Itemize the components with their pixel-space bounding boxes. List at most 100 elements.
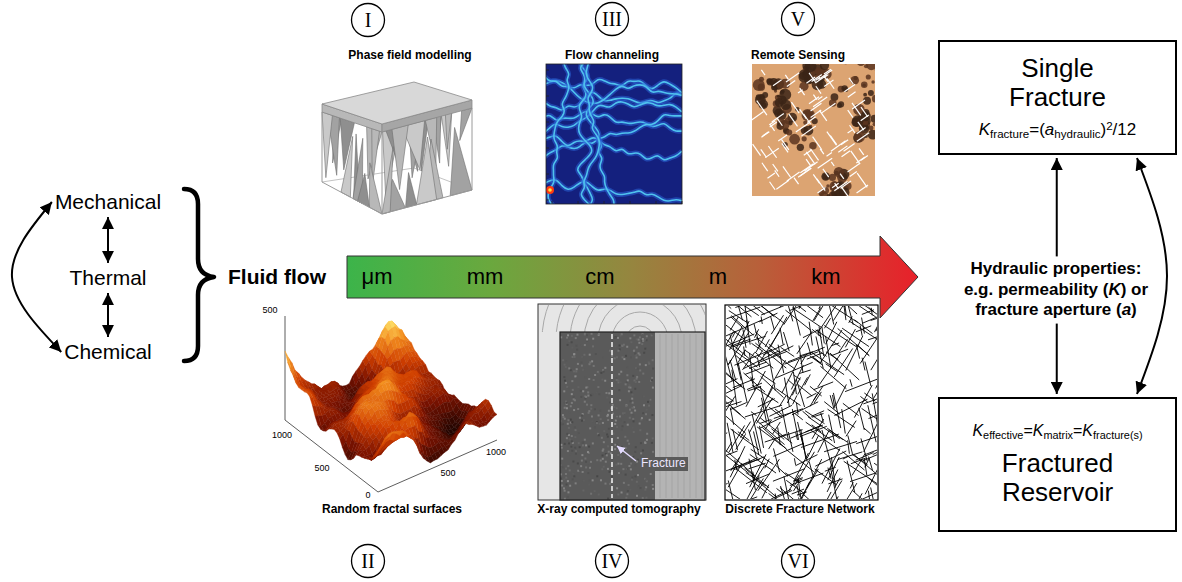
illustration-part bbox=[570, 419, 572, 421]
illustration-part bbox=[416, 137, 436, 205]
illustration-part bbox=[639, 363, 641, 365]
illustration-part bbox=[578, 432, 580, 434]
illustration-part bbox=[642, 338, 644, 340]
illustration-part bbox=[617, 463, 619, 465]
illustration-part bbox=[604, 483, 606, 485]
illustration-part bbox=[602, 422, 604, 424]
illustration-part bbox=[626, 493, 628, 495]
illustration-part bbox=[861, 107, 868, 117]
illustration-part bbox=[576, 349, 578, 351]
illustration-part bbox=[601, 437, 603, 439]
illustration-part bbox=[635, 446, 637, 448]
illustration-part bbox=[568, 367, 570, 369]
illustration-part bbox=[588, 378, 590, 380]
illustration-part bbox=[640, 452, 642, 454]
illustration-part bbox=[567, 334, 569, 336]
illustration-part bbox=[607, 498, 609, 500]
illustration-part bbox=[844, 64, 848, 65]
illustration-part bbox=[568, 411, 570, 413]
illustration-part bbox=[623, 344, 625, 346]
illustration-part bbox=[625, 383, 627, 385]
illustration-part bbox=[823, 169, 829, 177]
illustration-part bbox=[819, 110, 826, 120]
illustration-part bbox=[595, 353, 597, 355]
illustration-part bbox=[563, 479, 565, 481]
illustration-part bbox=[571, 421, 573, 423]
illustration-part bbox=[607, 436, 609, 438]
illustration-part bbox=[852, 103, 861, 116]
illustration-part bbox=[542, 305, 705, 332]
illustration-part bbox=[651, 442, 653, 444]
illustration-part bbox=[592, 418, 594, 420]
illustration-part bbox=[631, 407, 633, 409]
illustration-part bbox=[759, 94, 765, 100]
illustration-part bbox=[620, 419, 622, 421]
illustration-part bbox=[813, 137, 822, 150]
illustration-part bbox=[604, 201, 605, 204]
illustration-part bbox=[602, 458, 604, 460]
illustration-part bbox=[312, 406, 318, 417]
illustration-part bbox=[630, 391, 632, 393]
illustration-part bbox=[650, 473, 652, 475]
illustration-part bbox=[641, 417, 643, 419]
illustration-part bbox=[639, 354, 641, 356]
illustration-part bbox=[768, 173, 775, 178]
illustration-part bbox=[600, 479, 602, 481]
illustration-part bbox=[288, 362, 294, 375]
illustration-part bbox=[645, 364, 647, 366]
illustration-part bbox=[811, 110, 822, 117]
illustration-part bbox=[598, 434, 600, 436]
illustration-part bbox=[406, 173, 417, 208]
illustration-part bbox=[575, 337, 577, 339]
illustration-part bbox=[573, 370, 575, 372]
illustration-part bbox=[606, 392, 608, 394]
illustration-part bbox=[315, 416, 321, 427]
illustration-part bbox=[630, 357, 632, 359]
illustration-part bbox=[546, 70, 549, 71]
flow-channel-map bbox=[544, 62, 682, 206]
illustration-part bbox=[584, 376, 586, 378]
illustration-part bbox=[407, 436, 413, 440]
illustration-part bbox=[642, 340, 644, 342]
illustration-part bbox=[546, 136, 682, 160]
illustration-part bbox=[587, 395, 589, 397]
illustration-part bbox=[758, 84, 765, 91]
illustration-part bbox=[627, 490, 629, 492]
illustration-part bbox=[607, 414, 609, 416]
illustration-part bbox=[597, 371, 599, 373]
illustration-part bbox=[761, 132, 769, 138]
illustration-part bbox=[567, 442, 569, 444]
illustration-part bbox=[587, 472, 589, 474]
illustration-part bbox=[615, 377, 617, 379]
illustration-part bbox=[873, 122, 875, 126]
illustration-part bbox=[414, 438, 420, 452]
illustration-part bbox=[616, 487, 618, 489]
illustration-part bbox=[632, 455, 634, 457]
illustration-part bbox=[642, 497, 644, 499]
illustration-part bbox=[567, 496, 569, 498]
illustration-part bbox=[617, 493, 619, 495]
illustration-part bbox=[621, 345, 623, 347]
illustration-part bbox=[815, 75, 827, 83]
illustration-part bbox=[593, 365, 595, 367]
illustration-part bbox=[640, 442, 642, 444]
illustration-part bbox=[852, 100, 865, 109]
illustration-part bbox=[841, 140, 848, 145]
illustration-part bbox=[632, 375, 634, 377]
illustration-part bbox=[773, 80, 782, 86]
illustration-part bbox=[616, 417, 618, 419]
illustration-part bbox=[606, 454, 608, 456]
illustration-part bbox=[581, 64, 599, 204]
illustration-part bbox=[634, 451, 636, 453]
illustration-part bbox=[777, 118, 783, 126]
illustration-part bbox=[602, 356, 604, 358]
illustration-part bbox=[779, 89, 791, 101]
illustration-part bbox=[633, 349, 635, 351]
illustration-part bbox=[386, 432, 392, 439]
illustration-part bbox=[573, 396, 575, 398]
illustration-part bbox=[604, 380, 606, 382]
illustration-part bbox=[581, 64, 614, 204]
illustration-part bbox=[563, 487, 565, 489]
illustration-part bbox=[567, 480, 569, 482]
illustration-part bbox=[636, 495, 638, 497]
